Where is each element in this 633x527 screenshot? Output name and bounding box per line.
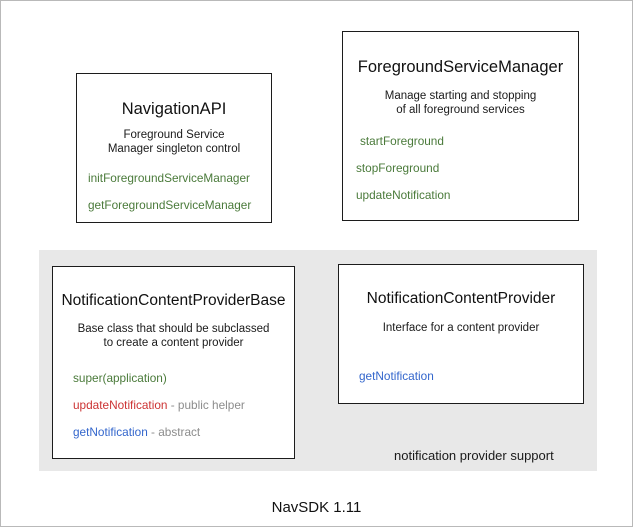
class-box-notification-content-provider-base[interactable]: NotificationContentProviderBase Base cla… xyxy=(52,266,295,459)
class-box-navigation-api[interactable]: NavigationAPI Foreground Service Manager… xyxy=(76,73,272,223)
member-name: startForeground xyxy=(360,134,444,148)
description-line: Manager singleton control xyxy=(107,143,241,155)
member-name: getNotification xyxy=(359,369,434,383)
member-list-foreground-service-manager: startForeground stopForeground updateNot… xyxy=(356,134,450,202)
class-box-foreground-service-manager[interactable]: ForegroundServiceManager Manage starting… xyxy=(342,31,579,221)
member-name: getForegroundServiceManager xyxy=(88,198,252,212)
description-line: Base class that should be subclassed xyxy=(77,323,270,335)
class-description-foreground-service-manager: Manage starting and stopping of all fore… xyxy=(343,89,578,117)
member-init-foreground-service-manager[interactable]: initForegroundServiceManager xyxy=(88,171,251,185)
member-name: updateNotification xyxy=(356,188,451,202)
group-panel-caption: notification provider support xyxy=(394,448,554,463)
member-name: super(application) xyxy=(73,371,167,385)
member-update-notification[interactable]: updateNotification xyxy=(356,188,450,202)
diagram-footer-caption: NavSDK 1.11 xyxy=(271,499,362,516)
description-line: Interface for a content provider xyxy=(382,322,540,334)
member-name: initForegroundServiceManager xyxy=(88,171,250,185)
member-list-notification-content-provider: getNotification xyxy=(359,369,434,383)
class-box-notification-content-provider[interactable]: NotificationContentProvider Interface fo… xyxy=(338,264,584,404)
class-description-navigation-api: Foreground Service Manager singleton con… xyxy=(77,128,271,156)
class-description-notification-content-provider: Interface for a content provider xyxy=(339,321,583,335)
description-line: Foreground Service xyxy=(123,129,225,141)
description-line: to create a content provider xyxy=(103,337,244,349)
description-line: Manage starting and stopping xyxy=(384,90,537,102)
class-title-navigation-api: NavigationAPI xyxy=(121,100,227,118)
class-description-notification-content-provider-base: Base class that should be subclassed to … xyxy=(53,322,294,350)
description-line: of all foreground services xyxy=(396,104,525,116)
member-list-notification-content-provider-base: super(application) updateNotification - … xyxy=(73,371,245,439)
member-name: getNotification xyxy=(73,425,148,439)
member-get-foreground-service-manager[interactable]: getForegroundServiceManager xyxy=(88,198,251,212)
member-get-notification[interactable]: getNotification xyxy=(359,369,434,383)
member-note: - abstract xyxy=(147,425,201,439)
class-title-notification-content-provider-base: NotificationContentProviderBase xyxy=(61,292,286,309)
class-title-foreground-service-manager: ForegroundServiceManager xyxy=(357,58,564,76)
member-name: updateNotification xyxy=(73,398,168,412)
member-update-notification[interactable]: updateNotification - public helper xyxy=(73,398,245,412)
class-title-notification-content-provider: NotificationContentProvider xyxy=(366,290,556,307)
member-super-application[interactable]: super(application) xyxy=(73,371,245,385)
member-stop-foreground[interactable]: stopForeground xyxy=(356,161,450,175)
member-note: - public helper xyxy=(167,398,245,412)
member-list-navigation-api: initForegroundServiceManager getForegrou… xyxy=(88,171,251,212)
member-start-foreground[interactable]: startForeground xyxy=(356,134,450,148)
member-name: stopForeground xyxy=(356,161,440,175)
member-get-notification[interactable]: getNotification - abstract xyxy=(73,425,245,439)
